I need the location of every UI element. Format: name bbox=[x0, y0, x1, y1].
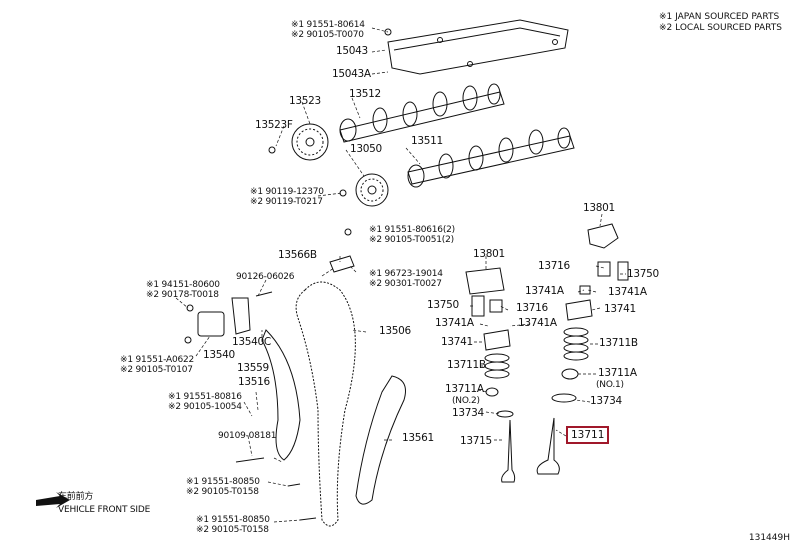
camshaft-13511 bbox=[407, 127, 575, 188]
part-label[interactable]: ※2 90105-T0051(2) bbox=[369, 235, 454, 245]
valve-stem-seal-13711a bbox=[561, 368, 579, 380]
retainer-13741 bbox=[483, 329, 511, 351]
part-number[interactable]: 13711B bbox=[447, 359, 486, 371]
rocker-arm-13801 bbox=[465, 267, 505, 295]
part-label[interactable]: ※2 90301-T0027 bbox=[369, 279, 442, 289]
part-label[interactable]: ※1 91551-A0622 bbox=[120, 355, 195, 365]
part-number[interactable]: 13050 bbox=[350, 143, 382, 155]
part-number[interactable]: 13716 bbox=[516, 302, 548, 314]
tensioner-13540 bbox=[197, 311, 225, 337]
part-number[interactable]: 13734 bbox=[590, 395, 622, 407]
legend-local-parts: ※2 LOCAL SOURCED PARTS bbox=[659, 23, 782, 33]
lash-adjuster-13716 bbox=[597, 261, 611, 277]
highlighted-part-13711[interactable]: 13711 bbox=[566, 426, 610, 444]
intake-valve-13711 bbox=[536, 417, 560, 475]
bolt-icon bbox=[344, 228, 352, 236]
diagram-code: 131449H bbox=[748, 533, 790, 543]
valve-spring-13711b bbox=[484, 353, 510, 379]
part-number[interactable]: 13750 bbox=[427, 299, 459, 311]
tensioner-plate-13540c bbox=[231, 297, 251, 335]
legend-japan-parts: ※1 JAPAN SOURCED PARTS bbox=[659, 12, 780, 22]
front-label-en: VEHICLE FRONT SIDE bbox=[58, 505, 151, 515]
spring-seat-13734 bbox=[496, 410, 514, 418]
spring-seat-13734 bbox=[551, 393, 577, 403]
rocker-arm-13801 bbox=[587, 223, 619, 249]
part-label[interactable]: ※1 90119-12370 bbox=[250, 187, 324, 197]
part-label[interactable]: ※1 91551-80816 bbox=[168, 392, 242, 402]
part-number[interactable]: 13711A bbox=[598, 367, 637, 379]
part-label[interactable]: ※1 91551-80614 bbox=[291, 20, 365, 30]
retainer-13741 bbox=[565, 299, 593, 321]
part-label: (NO.2) bbox=[452, 396, 480, 406]
part-number[interactable]: 13561 bbox=[402, 432, 434, 444]
part-label[interactable]: ※2 90178-T0018 bbox=[146, 290, 219, 300]
chain-slipper-13559 bbox=[261, 329, 301, 461]
part-label[interactable]: ※1 94151-80600 bbox=[146, 280, 220, 290]
part-number[interactable]: 13511 bbox=[411, 135, 443, 147]
bolt-icon bbox=[299, 517, 317, 521]
bolt-icon bbox=[287, 483, 301, 487]
part-number[interactable]: 13801 bbox=[473, 248, 505, 260]
part-number[interactable]: 13741A bbox=[435, 317, 474, 329]
front-arrow-icon bbox=[36, 492, 70, 508]
part-label[interactable]: ※2 90119-T0217 bbox=[250, 197, 323, 207]
bracket-13566b bbox=[329, 255, 355, 273]
part-number[interactable]: 13506 bbox=[379, 325, 411, 337]
part-label: (NO.1) bbox=[596, 380, 624, 390]
bolt-icon bbox=[235, 457, 265, 463]
part-label[interactable]: ※2 90105-T0070 bbox=[291, 30, 364, 40]
chain-guide-13561 bbox=[355, 375, 406, 505]
valve-spring-13711b bbox=[563, 327, 589, 361]
part-number[interactable]: 13540C bbox=[232, 336, 271, 348]
part-number[interactable]: 13741A bbox=[608, 286, 647, 298]
vvt-gear-13050 bbox=[339, 173, 389, 207]
camshaft-13512 bbox=[339, 83, 505, 143]
part-label[interactable]: ※1 91551-80850 bbox=[186, 477, 260, 487]
part-number[interactable]: 13734 bbox=[452, 407, 484, 419]
part-label[interactable]: 90109-08181 bbox=[218, 431, 277, 441]
part-label[interactable]: ※2 90105-10054 bbox=[168, 402, 242, 412]
part-number[interactable]: 13523F bbox=[255, 119, 293, 131]
part-number[interactable]: 13741 bbox=[604, 303, 636, 315]
part-label[interactable]: ※1 91551-80616(2) bbox=[369, 225, 455, 235]
part-number[interactable]: 13523 bbox=[289, 95, 321, 107]
part-number[interactable]: 13801 bbox=[583, 202, 615, 214]
part-number[interactable]: 13750 bbox=[627, 268, 659, 280]
cam-sprocket-13523 bbox=[268, 123, 329, 161]
part-label[interactable]: ※2 90105-T0107 bbox=[120, 365, 193, 375]
exhaust-valve-13715 bbox=[501, 419, 516, 483]
bolt-icon bbox=[184, 336, 192, 344]
part-number[interactable]: 13566B bbox=[278, 249, 317, 261]
valve-stem-seal-13711a bbox=[485, 387, 499, 397]
part-number[interactable]: 13516 bbox=[238, 376, 270, 388]
part-label[interactable]: ※1 96723-19014 bbox=[369, 269, 443, 279]
legend: ※1 JAPAN SOURCED PARTS ※2 LOCAL SOURCED … bbox=[659, 12, 782, 34]
part-label[interactable]: ※1 91551-80850 bbox=[196, 515, 270, 525]
part-label[interactable]: ※2 90105-T0158 bbox=[196, 525, 269, 535]
bolt-icon bbox=[384, 28, 392, 36]
part-number[interactable]: 13711B bbox=[599, 337, 638, 349]
part-number[interactable]: 13741A bbox=[525, 285, 564, 297]
part-number[interactable]: 13741A bbox=[518, 317, 557, 329]
part-number[interactable]: 13559 bbox=[237, 362, 269, 374]
cover-gasket bbox=[387, 19, 569, 75]
bolt-icon bbox=[186, 304, 194, 312]
timing-chain-13506 bbox=[295, 281, 356, 527]
part-number[interactable]: 13741 bbox=[441, 336, 473, 348]
lash-adjuster-13750 bbox=[617, 261, 629, 281]
part-number[interactable]: 13512 bbox=[349, 88, 381, 100]
front-label-cn: 车前前方 bbox=[58, 492, 94, 502]
part-label[interactable]: ※2 90105-T0158 bbox=[186, 487, 259, 497]
part-number[interactable]: 15043A bbox=[332, 68, 371, 80]
part-number[interactable]: 15043 bbox=[336, 45, 368, 57]
part-number[interactable]: 13715 bbox=[460, 435, 492, 447]
lash-adjuster-13716 bbox=[489, 299, 503, 313]
part-label[interactable]: 90126-06026 bbox=[236, 272, 295, 282]
part-number[interactable]: 13716 bbox=[538, 260, 570, 272]
lash-adjuster-13750 bbox=[471, 295, 485, 317]
part-number[interactable]: 13711A bbox=[445, 383, 484, 395]
part-number[interactable]: 13540 bbox=[203, 349, 235, 361]
